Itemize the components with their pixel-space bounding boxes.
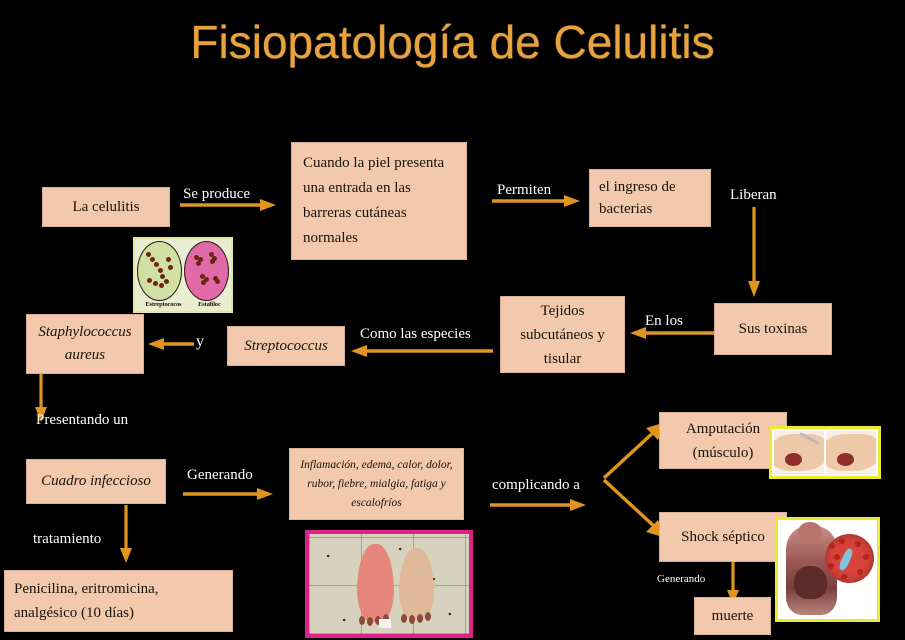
box-tejidos-subcutaneos: Tejidos subcutáneos y tisular bbox=[500, 296, 625, 373]
arrow-tratamiento bbox=[118, 505, 134, 563]
arrow-se-produce bbox=[180, 198, 276, 212]
label-como-las-especies: Como las especies bbox=[360, 326, 471, 342]
arrow-complicando-a bbox=[490, 498, 586, 512]
arrow-como-las-especies bbox=[351, 344, 493, 358]
streptococcus-plate bbox=[137, 241, 182, 301]
arrow-en-los bbox=[630, 326, 714, 340]
label-presentando-un: Presentando un bbox=[36, 412, 129, 428]
bacterium-illustration bbox=[838, 547, 855, 572]
page-title: Fisiopatología de Celulitis bbox=[190, 16, 715, 68]
label-tratamiento: tratamiento bbox=[33, 531, 102, 547]
box-sus-toxinas: Sus toxinas bbox=[714, 303, 832, 355]
toe-amputation-photo bbox=[769, 426, 881, 479]
label-se-produce: Se produce bbox=[183, 186, 251, 202]
box-cuando-la-piel: Cuando la piel presenta una entrada en l… bbox=[291, 142, 467, 260]
arrow-generando bbox=[183, 487, 273, 501]
arrow-presentando-un bbox=[33, 374, 49, 422]
blood-closeup-circle bbox=[824, 533, 875, 584]
label-en-los: En los bbox=[645, 313, 683, 329]
arrow-liberan bbox=[746, 207, 762, 297]
petri-plates bbox=[137, 241, 229, 301]
plate-captions: Estreptococos Estafiloc bbox=[137, 301, 229, 309]
label-generando-muerte: Generando bbox=[657, 573, 706, 585]
label-generando: Generando bbox=[187, 467, 253, 483]
arrow-branch-shock bbox=[600, 478, 668, 540]
box-staphylococcus-aureus: Staphylococcus aureus bbox=[26, 314, 144, 374]
staphylococcus-plate bbox=[184, 241, 229, 301]
arrow-branch-amputacion bbox=[600, 420, 668, 480]
caption-estafiloc: Estafiloc bbox=[198, 301, 221, 308]
box-muerte: muerte bbox=[694, 597, 771, 635]
box-amputacion: Amputación (músculo) bbox=[659, 412, 787, 469]
arrow-permiten bbox=[492, 194, 580, 208]
swollen-foot-photo bbox=[305, 530, 473, 638]
amputation-photo-right bbox=[826, 431, 876, 474]
septic-shock-anatomy-photo bbox=[775, 517, 880, 622]
label-y: y bbox=[196, 333, 204, 350]
head-illustration bbox=[797, 521, 822, 542]
box-cuadro-infeccioso: Cuadro infeccioso bbox=[26, 459, 166, 504]
box-streptococcus: Streptococcus bbox=[227, 326, 345, 366]
bacteria-culture-plates-image: Estreptococos Estafiloc bbox=[133, 237, 233, 313]
label-permiten: Permiten bbox=[497, 182, 552, 198]
floor-marker bbox=[379, 619, 392, 628]
box-shock-septico: Shock séptico bbox=[659, 512, 787, 562]
amputation-photo-left bbox=[774, 431, 824, 474]
box-sintomas: Inflamación, edema, calor, dolor, rubor,… bbox=[289, 448, 464, 520]
lung-illustration bbox=[793, 565, 828, 600]
box-la-celulitis: La celulitis bbox=[42, 187, 170, 227]
box-ingreso-de-bacterias: el ingreso de bacterias bbox=[589, 169, 711, 227]
inflamed-foot bbox=[357, 544, 394, 626]
arrow-y bbox=[148, 337, 194, 351]
caption-estreptococos: Estreptococos bbox=[145, 301, 182, 308]
box-tratamiento-farmacos: Penicilina, eritromicina, analgésico (10… bbox=[4, 570, 233, 632]
label-complicando-a: complicando a bbox=[492, 477, 580, 493]
label-liberan: Liberan bbox=[730, 187, 777, 203]
normal-foot bbox=[398, 548, 434, 624]
